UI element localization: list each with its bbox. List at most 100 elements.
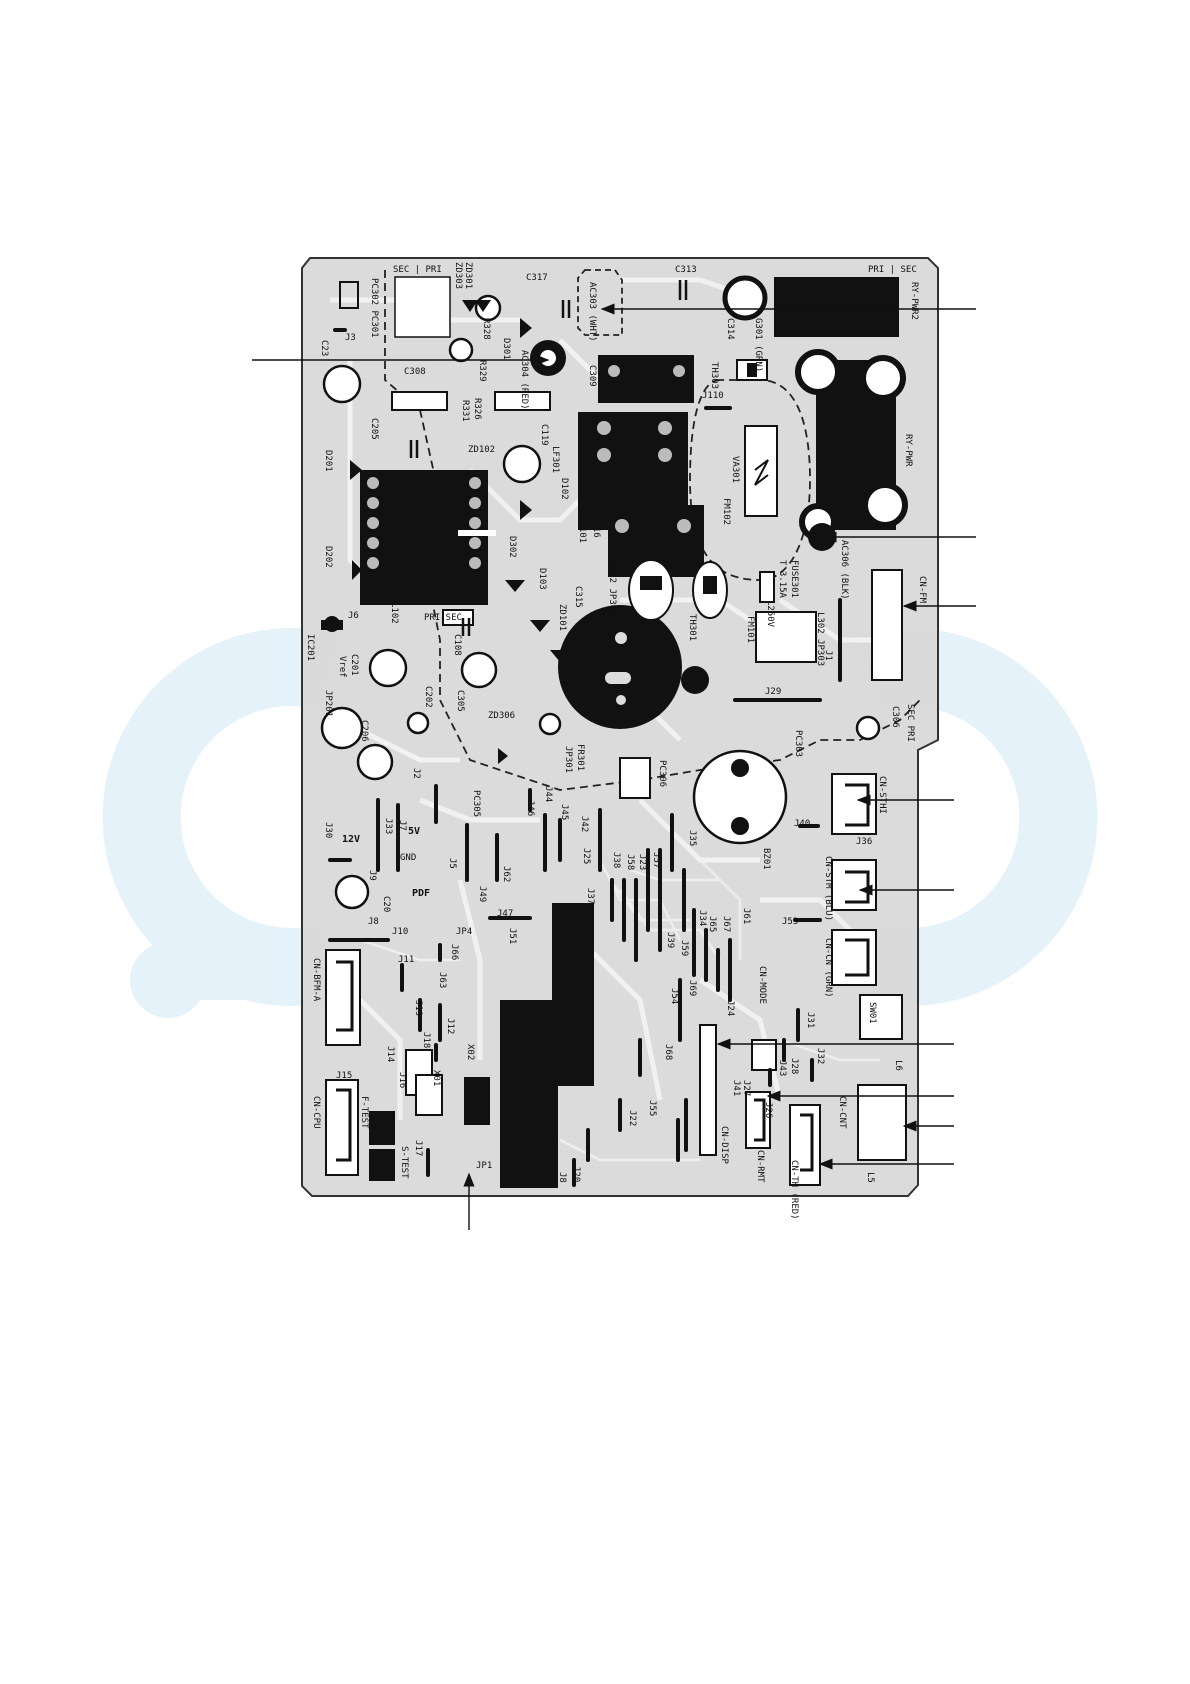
label-voltage: L250V [765,600,775,628]
buzzer-bz01 [692,749,788,845]
label-zd306: ZD306 [488,711,515,721]
label-j39: J39 [665,932,675,948]
label-cn-disp: CN-DISP [719,1126,729,1165]
label-c314: C314 [725,318,735,340]
label-d103: D103 [537,568,547,590]
label-bz01: BZ01 [761,848,771,870]
label-jp201: JP201 [323,690,333,717]
label-c20: C20 [381,896,391,912]
label-j31: J31 [805,1012,815,1028]
terminal-ac306 [808,523,836,551]
label-j7: J7 [397,820,407,831]
label-c308: C308 [404,367,426,377]
label-l6: L6 [893,1060,903,1071]
label-c206: C206 [359,720,369,742]
varistor-va301 [744,425,778,517]
x01 [415,1074,443,1116]
label-cn-mode: CN-MODE [757,966,767,1004]
label-jp4: JP4 [456,927,472,937]
label-c315: C315 [573,586,583,608]
label-j45: J45 [559,804,569,820]
ic-chip-lower [500,1000,558,1188]
label-j37: J37 [585,888,595,904]
label-l302-jp303: L302 JP303 [815,612,825,666]
label-pc305: PC305 [471,790,481,817]
relay-ry-pwr2 [774,277,899,337]
label-l102: L102 [389,602,399,624]
isolation-boundary [384,270,921,791]
label-fm101: FM101 [745,616,755,643]
label-ry-pwr: RY-PWR [903,434,913,467]
label-j67: J67 [721,916,731,932]
label-pc306: PC306 [657,760,667,787]
label-pc303: PC303 [793,730,803,757]
label-j9: J9 [367,870,377,881]
label-j11: J11 [398,955,414,965]
label-j32: J32 [815,1048,825,1064]
connector-cn-fm [871,569,903,681]
label-lf301: LF301 [550,446,560,473]
label-c108: C108 [452,634,462,656]
label-j46: J46 [525,800,535,816]
capacitor-large [558,605,682,729]
label-j68: J68 [663,1044,673,1060]
label-cn-rmt: CN-RMT [755,1150,765,1183]
c309-block [598,355,694,403]
label-5v: 5V [408,826,420,837]
label-jp301: JP301 [563,746,573,773]
label-pri-sec-mid: PRI SEC [424,613,462,623]
label-sec-pri-top: SEC | PRI [393,265,442,275]
microcontroller [552,903,594,1086]
label-l5: L5 [865,1172,875,1183]
label-fm102: FM102 [721,498,731,525]
label-ic201: IC201 [305,634,315,661]
label-c205: C205 [369,418,379,440]
connector-cn-cnt [857,1084,907,1161]
label-j55: J55 [647,1100,657,1116]
label-r329: R329 [477,360,487,382]
label-th302-jp302: TH302 JP302 [607,556,617,616]
label-j110: J110 [702,391,724,401]
terminal-g301 [722,275,768,321]
label-cn-bfm-a: CN-BFM-A [311,958,321,1002]
label-va301: VA301 [730,456,740,483]
label-j14: J14 [385,1046,395,1062]
label-d302: D302 [507,536,517,558]
s-test [369,1149,395,1181]
label-j10: J10 [392,927,408,937]
label-c306: C306 [890,706,900,728]
label-j24: J24 [725,1000,735,1016]
label-r328: R328 [481,318,491,340]
label-j51: J51 [507,928,517,944]
label-j26: J26 [763,1102,773,1118]
label-j19: J19 [413,1000,423,1016]
label-vref: Vref [337,656,347,678]
label-cn-cn: CN-CN (GRN) [823,938,833,998]
label-pdf: PDF [412,888,430,899]
f-test [369,1111,395,1145]
label-j28: J28 [789,1058,799,1074]
connector-cn-disp [699,1024,717,1156]
label-12v: 12V [342,834,360,845]
label-ac306: AC306 (BLK) [839,540,849,600]
label-d202: D202 [323,546,333,568]
label-ac303: AC303 (WHT) [587,282,597,342]
label-x02: X02 [465,1044,475,1060]
label-j58: J58 [625,854,635,870]
ic101 [360,470,488,605]
isolation-boundary-3 [577,269,623,336]
label-j44: J44 [543,786,553,802]
label-j12: J12 [445,1018,455,1034]
label-j8b: J8 [557,1172,567,1183]
label-c313: C313 [675,265,697,275]
label-j27: J27 [741,1080,751,1096]
label-j30: J30 [323,822,333,838]
label-sw01: SW01 [867,1002,877,1024]
label-j15: J15 [336,1071,352,1081]
label-j5: J5 [447,858,457,869]
label-th303: TH303 [709,362,719,389]
label-j23: J23 [637,854,647,870]
label-c305: C305 [455,690,465,712]
